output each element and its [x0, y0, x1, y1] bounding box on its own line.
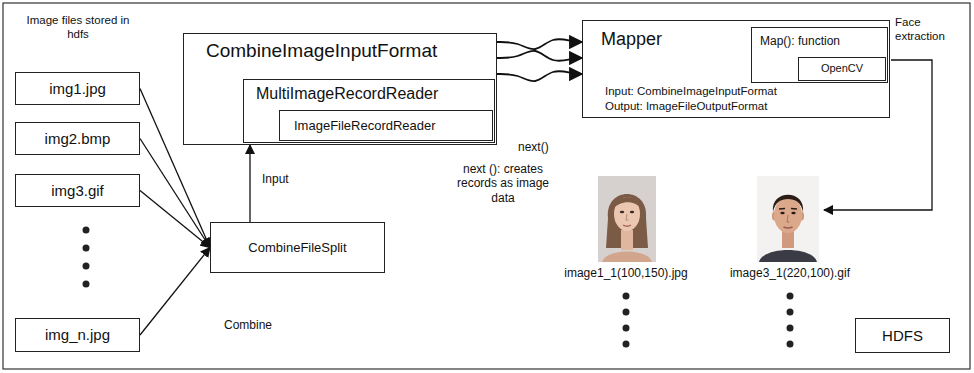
box-detail: Output: ImageFileOutputFormat: [605, 100, 767, 114]
face-photo: [757, 176, 819, 262]
eye: [630, 211, 634, 213]
nose: [787, 215, 790, 222]
box-title: OpenCV: [821, 62, 863, 75]
flow-arrow: [140, 191, 210, 248]
box-title: MultiImageRecordReader: [256, 84, 438, 103]
face: [774, 197, 802, 233]
split-box: CombineFileSplit: [210, 222, 385, 273]
eye: [620, 211, 624, 213]
box-title: img3.gif: [51, 182, 104, 200]
file-box: img1.jpg: [15, 72, 140, 105]
call-label: next(): [518, 140, 549, 154]
ellipsis-dot: [83, 281, 90, 288]
flow-arrow: [497, 71, 582, 81]
record-reader-box: MultiImageRecordReaderImageFileRecordRea…: [243, 79, 495, 143]
note-text: Image files stored in hdfs: [26, 14, 130, 42]
flow-arrow: [140, 89, 210, 248]
box-title: img2.bmp: [45, 130, 111, 148]
eye: [791, 212, 795, 215]
box-detail: Input: CombineImageInputFormat: [605, 85, 777, 99]
flow-arrow: [249, 145, 250, 222]
ellipsis-dot: [787, 341, 794, 348]
step-label: Combine: [224, 318, 272, 332]
file-caption: image1_1(100,150).jpg: [558, 266, 694, 280]
flow-arrow: [497, 39, 582, 49]
library-box: OpenCV: [798, 57, 886, 81]
file-caption: image3_1(220,100).gif: [722, 266, 858, 280]
face: [614, 197, 640, 231]
ellipsis-dot: [83, 227, 90, 234]
ellipsis-dot: [787, 293, 794, 300]
eyebrow: [779, 208, 797, 210]
file-box: img2.bmp: [15, 122, 140, 155]
box-title: img1.jpg: [49, 80, 106, 98]
file-box: img_n.jpg: [15, 318, 140, 352]
flow-arrow: [140, 248, 210, 336]
mouth: [784, 227, 793, 228]
ellipsis-dot: [787, 309, 794, 316]
output-arrow: [824, 60, 932, 210]
hair: [613, 197, 641, 209]
box-title: CombineFileSplit: [248, 240, 346, 256]
function-box: Map(): functionOpenCV: [751, 27, 888, 83]
outer-frame: [3, 3, 970, 369]
mouth: [623, 225, 631, 226]
shirt: [759, 250, 817, 262]
ellipsis-dot: [623, 341, 630, 348]
edge-label: Input: [260, 172, 291, 186]
storage-box: HDFS: [855, 318, 950, 353]
face-photo: [598, 176, 656, 262]
ellipsis-dot: [83, 245, 90, 252]
note-text: next (): creates records as image data: [444, 162, 562, 205]
file-box: img3.gif: [15, 174, 140, 207]
box-title: ImageFileRecordReader: [294, 118, 436, 134]
box-title: img_n.jpg: [45, 326, 110, 344]
ellipsis-dot: [787, 325, 794, 332]
ellipsis-dot: [623, 293, 630, 300]
box-title: HDFS: [882, 327, 923, 345]
nose: [626, 214, 629, 220]
ellipsis-dot: [623, 325, 630, 332]
eye: [780, 212, 784, 215]
flow-arrow: [140, 139, 210, 248]
flow-arrow: [497, 51, 582, 61]
box-title: CombineImageInputFormat: [206, 40, 437, 63]
ellipsis-dot: [623, 309, 630, 316]
shoulders: [602, 252, 652, 263]
neck: [621, 230, 633, 250]
photo-ground: [598, 176, 656, 262]
box-title: Mapper: [601, 29, 662, 51]
note-text: Face extraction: [895, 16, 957, 44]
ellipsis-dot: [83, 263, 90, 270]
record-reader-box: ImageFileRecordReader: [279, 110, 493, 141]
box-title: Map(): function: [760, 34, 840, 48]
hair: [773, 195, 803, 212]
mapper-box: MapperInput: CombineImageInputFormatOutp…: [582, 20, 890, 118]
photo-ground: [757, 176, 819, 262]
input-format-box: CombineImageInputFormatMultiImageRecordR…: [183, 33, 497, 145]
